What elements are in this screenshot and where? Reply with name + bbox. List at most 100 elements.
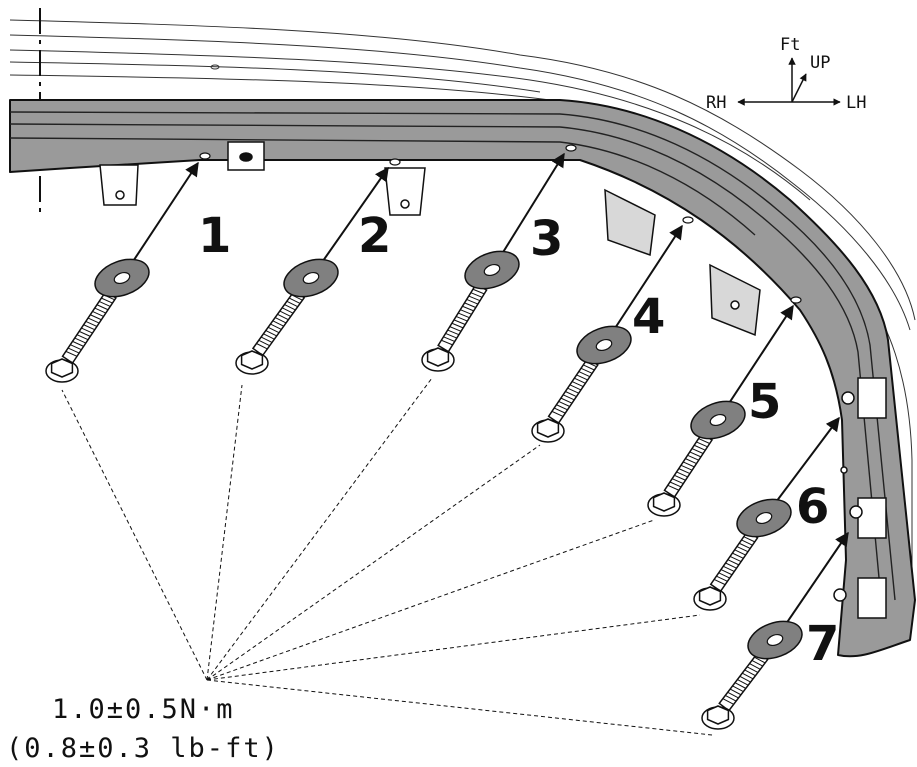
up-arrow <box>791 73 807 103</box>
bolt-hex-head <box>240 350 264 370</box>
bolt-thread <box>743 536 755 543</box>
bolt-hex-head <box>50 358 74 378</box>
fasteners <box>45 152 849 730</box>
bolt-thread <box>441 339 453 346</box>
fastener-3 <box>421 152 565 372</box>
direction-indicator: Ft UP RH LH <box>706 35 866 113</box>
bolt-thread <box>87 317 100 324</box>
bolt-thread <box>265 330 277 337</box>
bolt-thread <box>667 484 680 491</box>
washer-hole <box>113 271 131 285</box>
torque-leader-lines <box>61 377 713 736</box>
bolt-thread <box>65 350 78 357</box>
bolt-thread <box>754 656 766 664</box>
washer-hole <box>766 633 784 647</box>
bolt-thread <box>691 448 704 454</box>
bolt-thread <box>737 679 749 686</box>
fastener-5 <box>647 304 794 517</box>
bolt-thread <box>571 381 584 388</box>
bolt-thread <box>272 320 284 327</box>
bolt-thread <box>451 322 464 329</box>
bolt-thread <box>562 394 575 401</box>
bolt-thread <box>267 326 280 334</box>
bolt-thread <box>101 297 113 304</box>
bolt-thread <box>698 438 710 444</box>
bolt-thread <box>443 336 455 342</box>
bolt-thread <box>696 441 708 448</box>
left-label: LH <box>846 93 866 113</box>
bolt-thread <box>96 304 109 311</box>
bolt-thread <box>72 340 84 347</box>
bolt-icon <box>663 432 714 498</box>
bolt-thread <box>574 377 586 384</box>
bolt-thread <box>736 546 749 553</box>
install-arrow-icon <box>121 161 199 279</box>
bolt-thread <box>274 317 287 324</box>
fastener-6 <box>693 416 840 611</box>
fastener-7 <box>701 531 849 730</box>
bolt-thread <box>94 307 107 314</box>
bolt-thread <box>689 451 702 458</box>
bolt-thread <box>716 575 728 582</box>
fastener-4 <box>531 224 683 443</box>
bolt-thread <box>678 468 691 475</box>
bolt-icon <box>547 357 599 425</box>
bolt-thread <box>258 339 270 347</box>
bolt-thread <box>464 302 476 308</box>
bolt-thread <box>727 559 740 566</box>
bolt-thread <box>725 695 737 702</box>
bolt-thread <box>447 329 460 336</box>
bolt-hex-head <box>706 705 730 725</box>
bolt-thread <box>92 310 104 317</box>
bolt-thread <box>67 347 80 354</box>
bolt-icon <box>709 529 759 593</box>
bolt-icon <box>251 289 306 357</box>
bolt-thread <box>551 410 564 417</box>
callout-7: 7 <box>806 616 839 672</box>
bolt-thread <box>565 391 577 397</box>
bolt-thread <box>455 315 468 322</box>
bolt-thread <box>669 481 682 488</box>
callout-4: 4 <box>632 289 665 345</box>
callout-5: 5 <box>748 374 781 430</box>
bolt-thread <box>751 659 763 667</box>
bolt-thread <box>744 669 756 677</box>
bolt-thread <box>449 326 462 332</box>
right-label: RH <box>706 93 726 113</box>
install-arrow-icon <box>603 224 683 346</box>
torque-imperial: (0.8±0.3 lb-ft) <box>6 733 280 764</box>
bolt-thread <box>263 333 275 340</box>
bolt-thread <box>725 562 737 569</box>
bolt-thread <box>671 478 684 485</box>
washer-hole <box>709 413 727 427</box>
bolt-thread <box>576 374 588 381</box>
bolt-thread <box>722 698 734 705</box>
bolt-thread <box>680 464 693 471</box>
bolt-thread <box>732 685 744 693</box>
callout-numbers: 1 2 3 4 5 6 7 <box>198 208 839 672</box>
bolt-thread <box>85 320 98 327</box>
bolt-thread <box>729 688 742 696</box>
bolt-thread <box>472 288 485 295</box>
bolt-thread <box>279 310 291 317</box>
bolt-thread <box>693 444 706 451</box>
torque-metric: 1.0±0.5N·m <box>52 694 235 725</box>
bolt-thread <box>739 675 751 683</box>
bolt-hex-head <box>652 492 676 512</box>
bolt-thread <box>458 312 470 319</box>
bolt-thread <box>78 330 91 337</box>
washer-hole <box>302 271 320 285</box>
washer-hole <box>483 263 501 277</box>
torque-specification: 1.0±0.5N·m (0.8±0.3 lb-ft) <box>6 694 280 764</box>
bolt-thread <box>734 549 746 556</box>
bolt-thread <box>470 292 483 298</box>
bolt-icon <box>61 290 117 365</box>
bolt-thread <box>718 572 730 579</box>
bolt-thread <box>83 324 95 331</box>
fastener-2 <box>235 166 389 375</box>
bolt-thread <box>460 309 472 315</box>
bolt-hex-head <box>426 347 450 367</box>
bolt-thread <box>558 400 570 407</box>
bolt-thread <box>569 384 582 391</box>
